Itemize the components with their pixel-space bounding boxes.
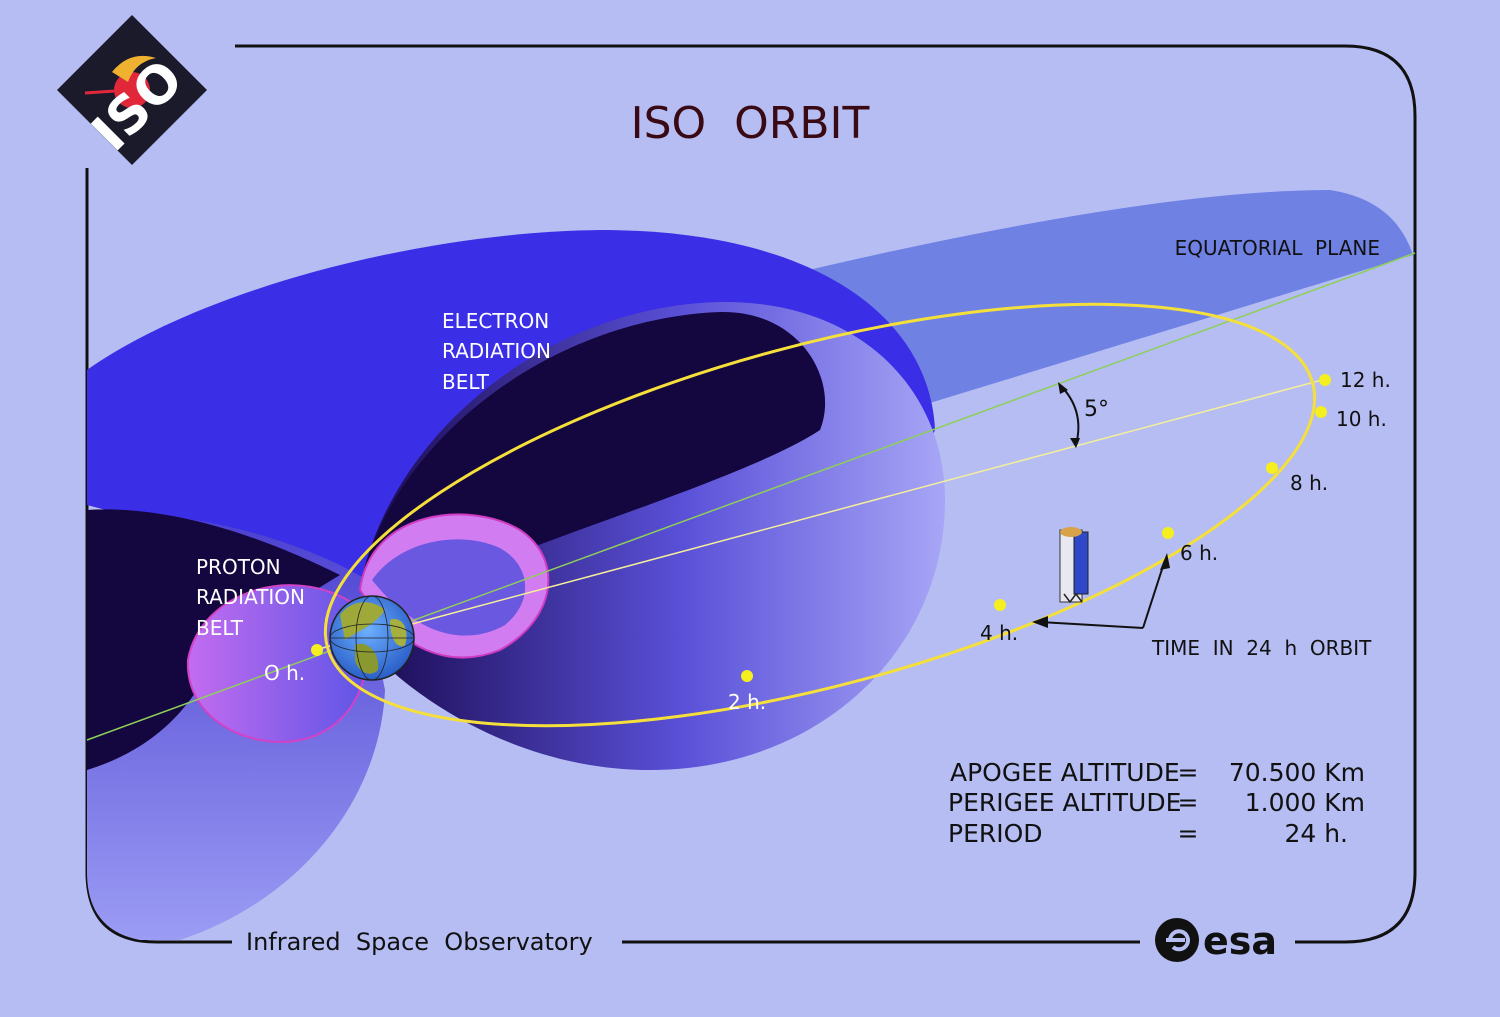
esa-logo-text: esa <box>1203 919 1277 963</box>
iso-logo: ISO <box>57 15 207 165</box>
stat-perigee-label: PERIGEE ALTITUDE <box>948 788 1181 817</box>
time-arrows <box>1032 553 1170 629</box>
apsides-line <box>314 379 1323 651</box>
stat-period-label: PERIOD <box>948 819 1043 848</box>
proton-belt-left <box>186 584 369 743</box>
orbit-stats: APOGEE ALTITUDE = 70.500 Km PERIGEE ALTI… <box>948 758 1365 848</box>
footer-subtitle: Infrared Space Observatory <box>246 928 593 956</box>
proton-belt-line-2: RADIATION <box>196 585 305 609</box>
orbit-time-labels: O h. 2 h. 4 h. 6 h. 8 h. 10 h. 12 h. <box>264 368 1391 714</box>
time-label-2h: 2 h. <box>728 690 766 714</box>
orbit-marker-6h <box>1162 527 1174 539</box>
orbit-marker-4h <box>994 599 1006 611</box>
time-label-4h: 4 h. <box>980 621 1018 645</box>
stat-perigee-value: 1.000 Km <box>1245 788 1365 817</box>
orbit-marker-0h <box>311 644 323 656</box>
stat-period-value: 24 h. <box>1284 819 1348 848</box>
stat-perigee-eq: = <box>1178 788 1199 817</box>
equator-line <box>86 252 1416 741</box>
electron-belt-label: ELECTRON RADIATION BELT <box>442 309 551 394</box>
stat-apogee-label: APOGEE ALTITUDE <box>950 758 1180 787</box>
orbit-marker-2h <box>741 670 753 682</box>
orbit-ellipse <box>323 302 1317 728</box>
inclination-label: 5° <box>1084 397 1109 422</box>
inclination-arc <box>1059 384 1080 446</box>
esa-logo: esa <box>1155 918 1277 963</box>
stat-apogee-eq: = <box>1178 758 1199 787</box>
orbit-marker-12h <box>1319 374 1331 386</box>
electron-belt-line-1: ELECTRON <box>442 309 549 333</box>
iso-satellite-icon <box>1059 527 1089 604</box>
orbit-time-markers <box>311 374 1331 682</box>
proton-belt-line-3: BELT <box>196 616 244 640</box>
equatorial-plane-label: EQUATORIAL PLANE <box>1175 236 1380 260</box>
electron-belt-line-2: RADIATION <box>442 339 551 363</box>
proton-belt-right-inner <box>372 539 526 636</box>
time-label-6h: 6 h. <box>1180 541 1218 565</box>
orbit-marker-8h <box>1266 462 1278 474</box>
stat-apogee-value: 70.500 Km <box>1229 758 1365 787</box>
time-label-8h: 8 h. <box>1290 471 1328 495</box>
electron-belt-inner-dark <box>362 311 826 577</box>
stat-period-eq: = <box>1178 819 1199 848</box>
proton-belt-label: PROTON RADIATION BELT <box>196 555 305 640</box>
time-label-0h: O h. <box>264 661 305 685</box>
earth-icon <box>329 595 415 681</box>
time-caption: TIME IN 24 h ORBIT <box>1151 636 1372 660</box>
page-title: ISO ORBIT <box>631 98 870 149</box>
time-label-12h: 12 h. <box>1340 368 1391 392</box>
time-label-10h: 10 h. <box>1336 407 1387 431</box>
electron-belt-line-3: BELT <box>442 370 490 394</box>
proton-belt-line-1: PROTON <box>196 555 281 579</box>
orbit-marker-10h <box>1315 406 1327 418</box>
